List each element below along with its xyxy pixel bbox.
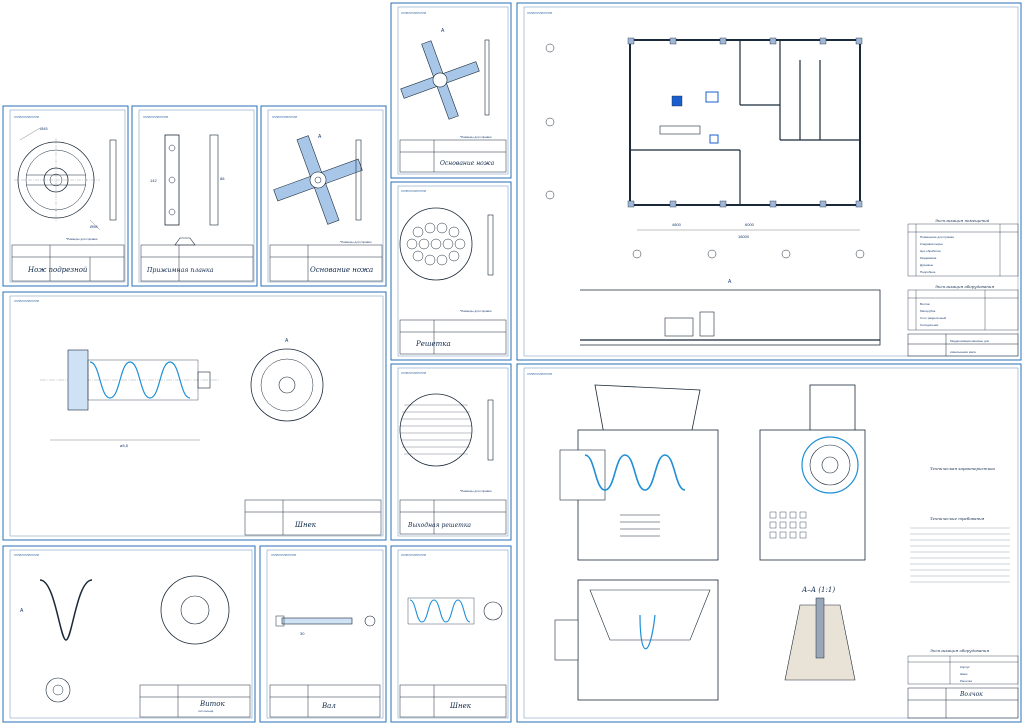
rooms-table-row: Подсобное <box>920 270 936 274</box>
rooms-table-title: Экспликация помещений <box>935 218 990 223</box>
rooms-table-row: Цех обработки <box>920 249 941 253</box>
dimension-label: 18000 <box>738 234 750 239</box>
section-label: А <box>318 134 322 140</box>
mincer-eq-table-title: Экспликация оборудования <box>930 648 989 653</box>
size-ref-note: *Размеры для справки <box>460 135 492 139</box>
sheet-auger-small: Шнек <box>399 597 507 718</box>
svg-text:ЛЛЛЛЛЛЛЛЛЛЛЛЛЛ: ЛЛЛЛЛЛЛЛЛЛЛЛЛЛ <box>527 12 552 15</box>
sheet-title: Шнек <box>294 521 317 529</box>
svg-text:ЛЛЛЛЛЛЛЛЛЛЛЛЛЛ: ЛЛЛЛЛЛЛЛЛЛЛЛЛЛ <box>401 372 426 375</box>
size-ref-note: *Размеры для справки <box>460 309 492 313</box>
sheet-pressure-plate: 142 88 Прижимная планка <box>140 134 254 282</box>
svg-text:ЛЛЛЛЛЛЛЛЛЛЛЛЛЛ: ЛЛЛЛЛЛЛЛЛЛЛЛЛЛ <box>14 116 39 119</box>
equipment-table-title: Экспликация оборудования <box>935 284 994 289</box>
dimension-label: ø5,5 <box>120 443 129 448</box>
rooms-table-row: Кладовая сырья <box>920 242 943 246</box>
section-label: А <box>20 608 24 614</box>
rooms-table-row: Помещение для приема <box>920 235 954 239</box>
svg-text:ЛЛЛЛЛЛЛЛЛЛЛЛЛЛ: ЛЛЛЛЛЛЛЛЛЛЛЛЛЛ <box>401 12 426 15</box>
svg-text:ЛЛЛЛЛЛЛЛЛЛЛЛЛЛ: ЛЛЛЛЛЛЛЛЛЛЛЛЛЛ <box>143 116 168 119</box>
sheet-coil: А Виток тип кольца <box>20 575 251 718</box>
sheet-output-grid: *Размеры для справки Выходная решетка <box>399 393 507 535</box>
dimension-label: Ø98 <box>90 224 98 229</box>
size-ref-note: *Размеры для справки <box>340 240 372 244</box>
dimension-label: 30 <box>300 631 305 636</box>
equipment-table-row: Волчок <box>920 302 931 306</box>
sheet-title: Прижимная планка <box>146 267 214 274</box>
dimension-label: Ø45 <box>40 126 48 131</box>
equipment-table-row: Мясорубка <box>920 309 936 313</box>
rooms-table-row: Душевые <box>920 263 933 267</box>
sheet-title: Решетка <box>415 340 451 348</box>
sheet-title: Виток <box>199 700 226 708</box>
svg-text:ЛЛЛЛЛЛЛЛЛЛЛЛЛЛ: ЛЛЛЛЛЛЛЛЛЛЛЛЛЛ <box>401 554 426 557</box>
sheet-title: Нож подрезной <box>27 266 88 274</box>
sheet-title: Вал <box>321 702 336 710</box>
title-block-desc: измельчения мяса <box>950 350 976 354</box>
title-block-desc: Модернизация машины для <box>950 339 989 343</box>
sheet-title: Основание ножа <box>310 266 373 274</box>
mincer-eq-row: Шнек <box>960 672 968 676</box>
svg-text:ЛЛЛЛЛЛЛЛЛЛЛЛЛЛ: ЛЛЛЛЛЛЛЛЛЛЛЛЛЛ <box>401 190 426 193</box>
section-label: А <box>728 279 732 285</box>
section-label: А <box>441 28 445 34</box>
view-a-a-label: А–А (1:1) <box>801 586 835 594</box>
size-ref-note: *Размеры для справки <box>66 237 98 241</box>
sheet-shaft: 30 Вал <box>269 615 381 718</box>
dimension-label: 142 <box>150 178 157 183</box>
sheet-subtitle: тип кольца <box>198 709 213 713</box>
sheet-title: Выходная решетка <box>407 522 471 529</box>
sheet-knife-base-1: А *Размеры для справки Основание ножа <box>269 134 383 282</box>
dimension-label: 4800 <box>672 222 682 227</box>
svg-text:ЛЛЛЛЛЛЛЛЛЛЛЛЛЛ: ЛЛЛЛЛЛЛЛЛЛЛЛЛЛ <box>14 300 39 303</box>
sheet-mincer: А–А (1:1) Техническая характеристика Тех… <box>554 384 1019 719</box>
sheet-floor-plan: 4800 6000 18000 А Экспликация помещений … <box>545 37 1019 357</box>
sheet-auger: ø5,5 А Шнек <box>40 338 382 536</box>
tech-char-title: Техническая характеристика <box>930 466 996 471</box>
svg-text:ЛЛЛЛЛЛЛЛЛЛЛЛЛЛ: ЛЛЛЛЛЛЛЛЛЛЛЛЛЛ <box>527 373 552 376</box>
svg-text:ЛЛЛЛЛЛЛЛЛЛЛЛЛЛ: ЛЛЛЛЛЛЛЛЛЛЛЛЛЛ <box>271 554 296 557</box>
dimension-label: 88 <box>220 176 225 181</box>
svg-text:ЛЛЛЛЛЛЛЛЛЛЛЛЛЛ: ЛЛЛЛЛЛЛЛЛЛЛЛЛЛ <box>14 554 39 557</box>
size-ref-note: *Размеры для справки <box>460 489 492 493</box>
sheet-title: Основание ножа <box>440 160 495 167</box>
equipment-table-row: Холодильник <box>920 323 939 327</box>
dimension-label: 6000 <box>745 222 755 227</box>
section-label: А <box>285 338 289 344</box>
mincer-eq-row: Решетка <box>960 679 972 683</box>
sheet-title: Шнек <box>449 702 472 710</box>
rooms-table-row: Раздевалка <box>920 256 937 260</box>
sheet-knife-base-2: А *Размеры для справки Основание ножа <box>399 28 507 173</box>
sheet-knife-cutting: Ø45 Ø98 *Размеры для справки Нож подрезн… <box>11 126 125 282</box>
sheet-title: Волчок <box>959 691 983 698</box>
svg-text:ЛЛЛЛЛЛЛЛЛЛЛЛЛЛ: ЛЛЛЛЛЛЛЛЛЛЛЛЛЛ <box>272 116 297 119</box>
sheet-grid: *Размеры для справки Решетка <box>399 207 507 355</box>
tech-req-title: Технические требования <box>930 516 985 521</box>
equipment-table-row: Стол разделочный <box>920 316 946 320</box>
mincer-eq-row: Корпус <box>960 665 970 669</box>
